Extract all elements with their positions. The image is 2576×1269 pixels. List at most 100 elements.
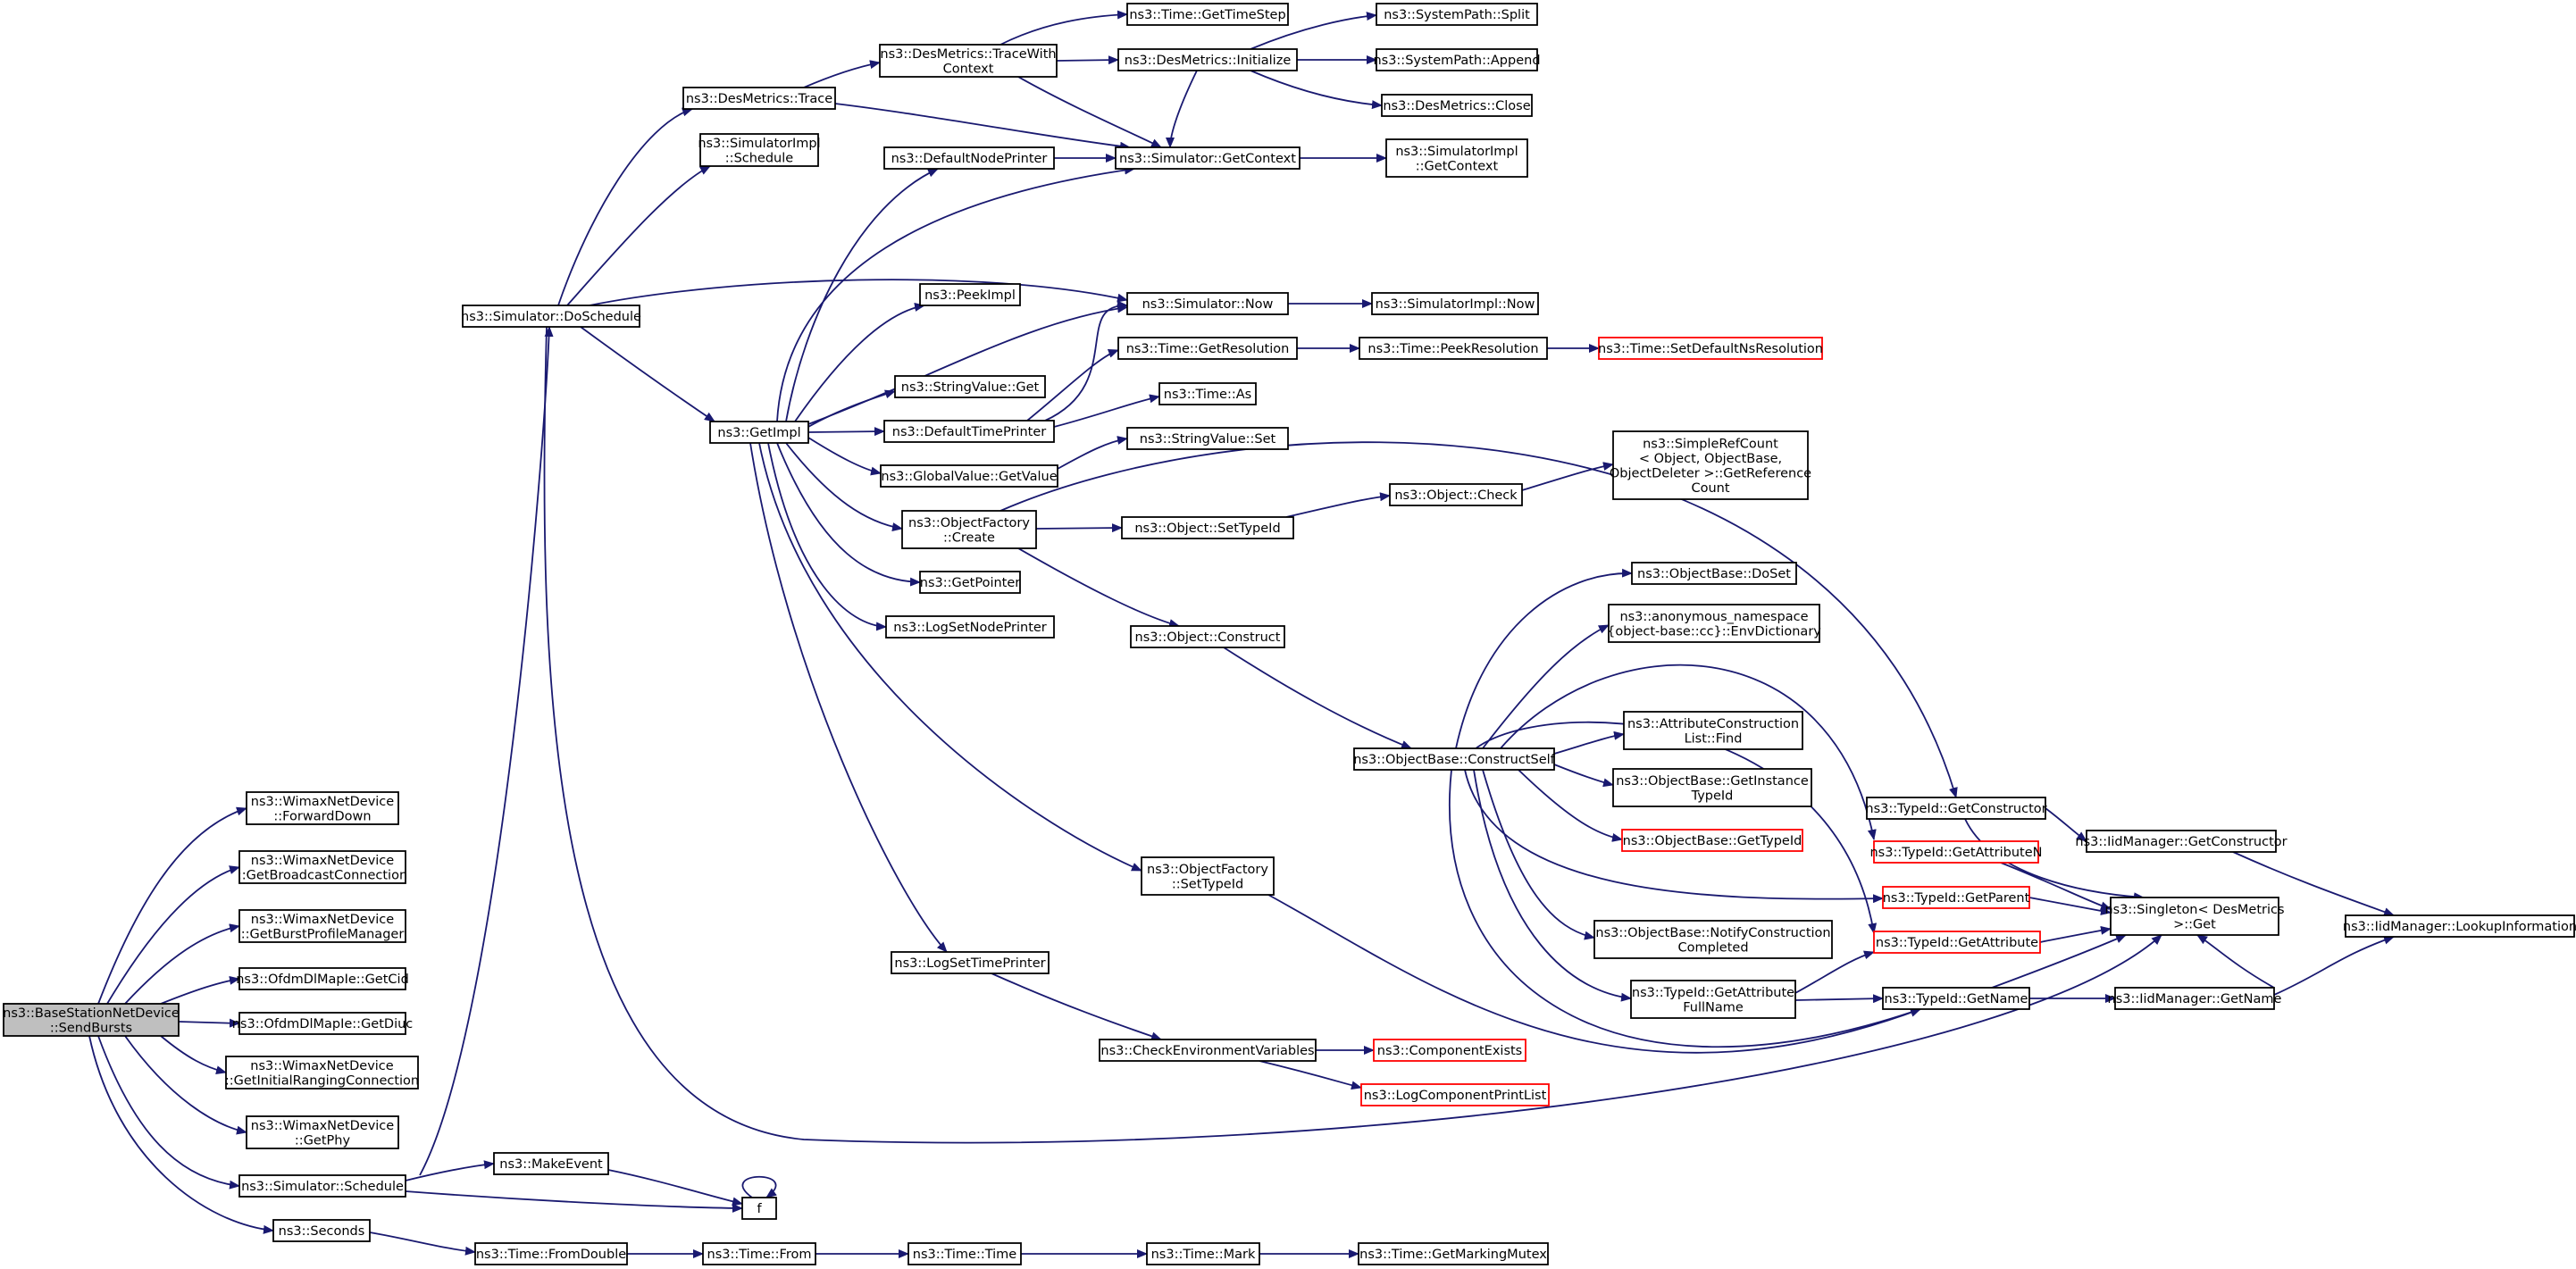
node-label: ns3::SystemPath::Append — [1373, 54, 1540, 68]
node-gphy[interactable]: ns3::WimaxNetDevice::GetPhy — [246, 1115, 399, 1149]
node-as[interactable]: ns3::Time::As — [1158, 382, 1257, 405]
node-f[interactable]: f — [741, 1197, 777, 1220]
node-label: ObjectDeleter >::GetReference — [1610, 466, 1811, 480]
node-gvgv[interactable]: ns3::GlobalValue::GetValue — [880, 464, 1058, 488]
node-time[interactable]: ns3::Time::Time — [907, 1242, 1022, 1265]
node-getattr[interactable]: ns3::TypeId::GetAttribute — [1873, 931, 2041, 954]
node-box — [1882, 987, 2030, 1010]
node-trace[interactable]: ns3::DesMetrics::Trace — [682, 87, 836, 110]
node-getimpl[interactable]: ns3::GetImpl — [709, 421, 809, 444]
call-edge-cself-to-doset — [1455, 568, 1633, 749]
node-gettimestep[interactable]: ns3::Time::GetTimeStep — [1126, 3, 1289, 26]
node-singleton[interactable]: ns3::Singleton< DesMetrics>::Get — [2104, 897, 2285, 936]
node-envdict[interactable]: ns3::anonymous_namespace{object-base::cc… — [1607, 604, 1821, 643]
node-notify[interactable]: ns3::ObjectBase::NotifyConstructionCompl… — [1593, 920, 1833, 959]
node-label: ns3::TypeId::GetAttributeN — [1869, 846, 2042, 860]
node-box — [1117, 337, 1298, 360]
node-label: ns3::LogSetTimePrinter — [894, 956, 1045, 971]
node-box — [2345, 914, 2575, 938]
node-getattrn[interactable]: ns3::TypeId::GetAttributeN — [1869, 840, 2043, 864]
node-src[interactable]: ns3::SimpleRefCount< Object, ObjectBase,… — [1610, 430, 1811, 500]
node-objcheck[interactable]: ns3::Object::Check — [1389, 483, 1523, 506]
node-sched[interactable]: ns3::Simulator::Schedule — [238, 1174, 406, 1198]
call-edge-getimpl-to-ofcreate — [785, 442, 903, 532]
node-setdef[interactable]: ns3::Time::SetDefaultNsResolution — [1598, 337, 1823, 360]
node-dtp[interactable]: ns3::DefaultTimePrinter — [883, 420, 1055, 443]
node-from[interactable]: ns3::Time::From — [702, 1242, 816, 1265]
node-gbc[interactable]: ns3::WimaxNetDevice::GetBroadcastConnect… — [238, 850, 407, 884]
call-edge-ofcreate-to-getctor — [999, 441, 1958, 798]
node-now[interactable]: ns3::Simulator::Now — [1126, 292, 1289, 315]
node-settypeid[interactable]: ns3::Object::SetTypeId — [1121, 516, 1294, 539]
node-label: ns3::CheckEnvironmentVariables — [1100, 1044, 1314, 1058]
call-edge-settypeid-to-objcheck — [1285, 492, 1391, 518]
node-fromdouble[interactable]: ns3::Time::FromDouble — [474, 1242, 628, 1265]
call-edge-root-to-fwd — [97, 806, 247, 1005]
node-getres[interactable]: ns3::Time::GetResolution — [1117, 337, 1298, 360]
node-diuc[interactable]: ns3::OfdmDlMapIe::GetDiuc — [232, 1012, 414, 1035]
call-edge-getimpl-to-svget — [807, 389, 896, 428]
node-simplsched[interactable]: ns3::SimulatorImpl::Schedule — [698, 133, 821, 167]
node-close[interactable]: ns3::DesMetrics::Close — [1381, 94, 1533, 117]
node-ofcreate[interactable]: ns3::ObjectFactory::Create — [901, 510, 1037, 549]
node-cid[interactable]: ns3::OfdmDlMapIe::GetCid — [236, 967, 409, 990]
node-box — [1115, 146, 1301, 170]
call-edge-dtp-to-getres — [1026, 349, 1119, 422]
node-box — [238, 967, 406, 990]
node-dosched[interactable]: ns3::Simulator::DoSchedule — [461, 305, 641, 328]
node-compex[interactable]: ns3::ComponentExists — [1373, 1039, 1526, 1062]
node-box — [2114, 987, 2275, 1010]
node-append[interactable]: ns3::SystemPath::Append — [1373, 48, 1541, 71]
node-iidname[interactable]: ns3::IidManager::GetName — [2108, 987, 2282, 1010]
node-ofsettid[interactable]: ns3::ObjectFactory::SetTypeId — [1141, 856, 1275, 896]
node-dnp[interactable]: ns3::DefaultNodePrinter — [883, 146, 1055, 170]
node-peekimpl[interactable]: ns3::PeekImpl — [919, 283, 1021, 306]
node-seconds[interactable]: ns3::Seconds — [272, 1219, 371, 1242]
node-label: ns3::SimpleRefCount — [1643, 437, 1778, 451]
node-svget[interactable]: ns3::StringValue::Get — [894, 375, 1046, 398]
node-gbpm[interactable]: ns3::WimaxNetDevice::GetBurstProfileMana… — [238, 909, 406, 943]
node-obgtid[interactable]: ns3::ObjectBase::GetTypeId — [1621, 829, 1803, 852]
node-doset[interactable]: ns3::ObjectBase::DoSet — [1631, 562, 1797, 585]
node-cself[interactable]: ns3::ObjectBase::ConstructSelf — [1353, 747, 1556, 771]
node-init[interactable]: ns3::DesMetrics::Initialize — [1117, 48, 1298, 71]
node-getctx[interactable]: ns3::Simulator::GetContext — [1115, 146, 1301, 170]
node-split[interactable]: ns3::SystemPath::Split — [1376, 3, 1538, 26]
node-girc[interactable]: ns3::WimaxNetDevice::GetInitialRangingCo… — [225, 1056, 419, 1090]
node-getname[interactable]: ns3::TypeId::GetName — [1882, 987, 2030, 1010]
node-fwd[interactable]: ns3::WimaxNetDevice::ForwardDown — [246, 791, 399, 825]
node-root[interactable]: ns3::BaseStationNetDevice::SendBursts — [3, 1003, 180, 1037]
node-implnow[interactable]: ns3::SimulatorImpl::Now — [1371, 292, 1539, 315]
node-gmm[interactable]: ns3::Time::GetMarkingMutex — [1358, 1242, 1549, 1265]
call-edge-getimpl-to-getctx — [776, 165, 1135, 422]
call-edge-ofcreate-to-settypeid — [1035, 523, 1123, 533]
node-label: ns3::GlobalValue::GetValue — [881, 470, 1057, 484]
node-label: Context — [943, 62, 994, 76]
node-getparent[interactable]: ns3::TypeId::GetParent — [1882, 886, 2030, 909]
node-box — [1359, 337, 1548, 360]
call-edge-objcheck-to-src — [1521, 462, 1614, 491]
call-edge-dosched-to-simplsched — [566, 165, 711, 306]
node-box — [1126, 427, 1289, 450]
node-getptr[interactable]: ns3::GetPointer — [919, 571, 1021, 594]
node-lcpl[interactable]: ns3::LogComponentPrintList — [1360, 1083, 1550, 1106]
node-label: ns3::LogSetNodePrinter — [893, 621, 1047, 635]
node-lstp[interactable]: ns3::LogSetTimePrinter — [891, 951, 1050, 974]
node-svset[interactable]: ns3::StringValue::Set — [1126, 427, 1289, 450]
node-label: ns3::WimaxNetDevice — [251, 913, 394, 927]
node-implctx[interactable]: ns3::SimulatorImpl::GetContext — [1385, 138, 1528, 178]
node-objconstruct[interactable]: ns3::Object::Construct — [1130, 625, 1285, 648]
node-lookup[interactable]: ns3::IidManager::LookupInformation — [2343, 914, 2576, 938]
node-getctor[interactable]: ns3::TypeId::GetConstructor — [1865, 797, 2047, 820]
node-peekres[interactable]: ns3::Time::PeekResolution — [1359, 337, 1548, 360]
node-iidctor[interactable]: ns3::IidManager::GetConstructor — [2075, 830, 2287, 853]
node-label: ns3::StringValue::Set — [1140, 432, 1276, 447]
node-lsnp[interactable]: ns3::LogSetNodePrinter — [885, 615, 1055, 639]
node-makeevent[interactable]: ns3::MakeEvent — [493, 1152, 609, 1175]
node-mark[interactable]: ns3::Time::Mark — [1146, 1242, 1260, 1265]
node-cev[interactable]: ns3::CheckEnvironmentVariables — [1099, 1039, 1317, 1062]
